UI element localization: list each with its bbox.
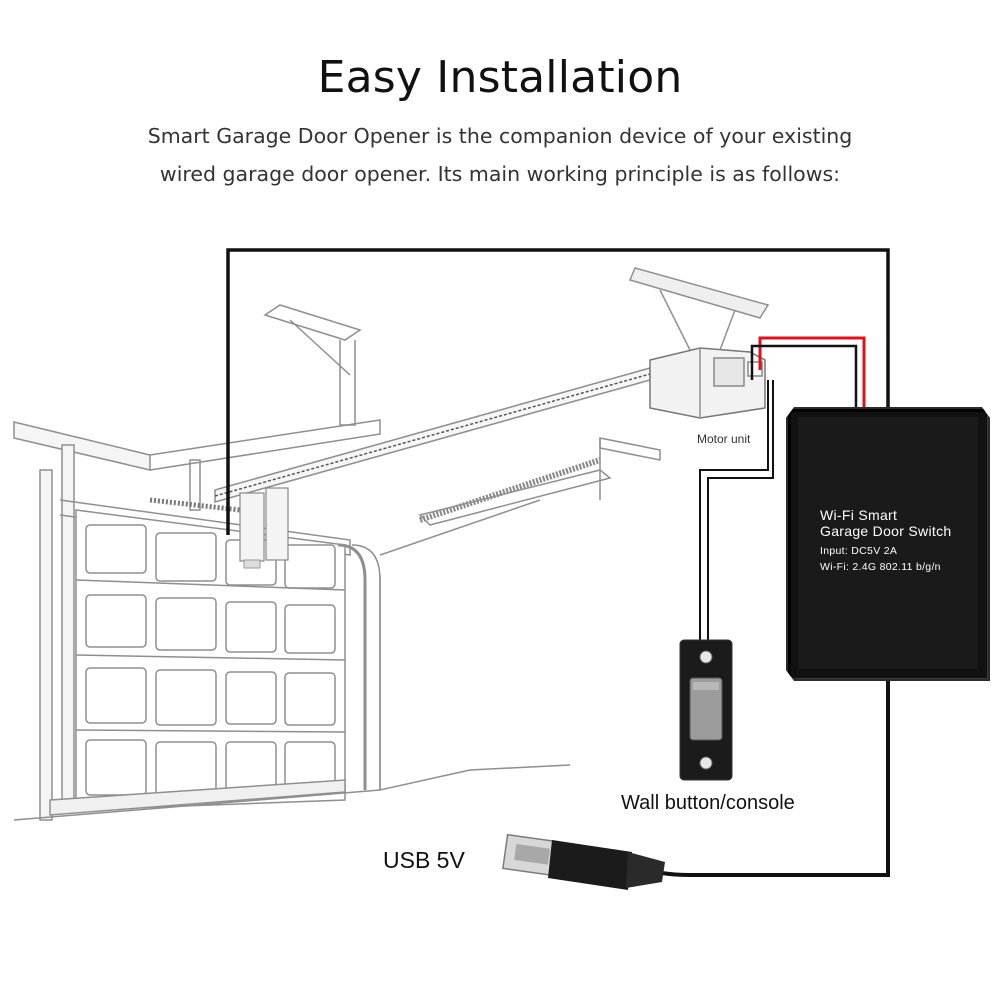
- door-sensor-icon: [239, 487, 289, 569]
- usb-plug-icon: [502, 833, 665, 890]
- page-title: Easy Installation: [317, 52, 683, 103]
- subtitle-line-1: Smart Garage Door Opener is the companio…: [147, 124, 853, 148]
- usb-label: USB 5V: [383, 847, 465, 873]
- device-name-line-1: Wi-Fi Smart: [820, 507, 898, 523]
- smart-switch-device-icon: Wi-Fi Smart Garage Door Switch Input: DC…: [786, 407, 990, 681]
- device-wifi-spec: Wi-Fi: 2.4G 802.11 b/g/n: [820, 561, 941, 573]
- device-input-spec: Input: DC5V 2A: [820, 545, 898, 557]
- device-face: [798, 417, 978, 669]
- wall-button-label: Wall button/console: [621, 792, 795, 814]
- motor-unit-label: Motor unit: [697, 432, 751, 446]
- garage-door-illustration: [13, 267, 770, 821]
- subtitle-line-2: wired garage door opener. Its main worki…: [159, 162, 841, 186]
- device-name-line-2: Garage Door Switch: [820, 523, 952, 539]
- wall-button-icon: [679, 639, 733, 781]
